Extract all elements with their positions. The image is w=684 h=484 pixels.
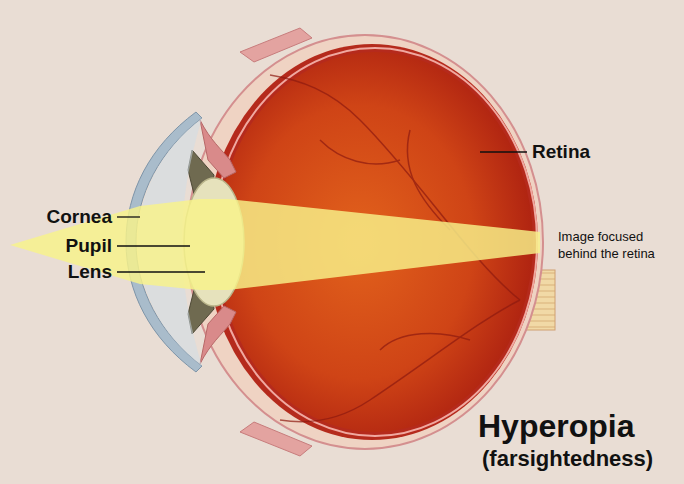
anatomy-label: Pupil [66,235,112,257]
light-beam [10,199,540,290]
anatomy-label: Retina [532,141,590,163]
anatomy-label: Lens [68,261,112,283]
diagram-title: Hyperopia [478,408,634,444]
anatomy-label: Cornea [47,206,112,228]
annotation-note: Image focused behind the retina [558,228,680,262]
diagram-caption: (farsightedness) [482,446,653,472]
leader-lines [117,152,527,272]
